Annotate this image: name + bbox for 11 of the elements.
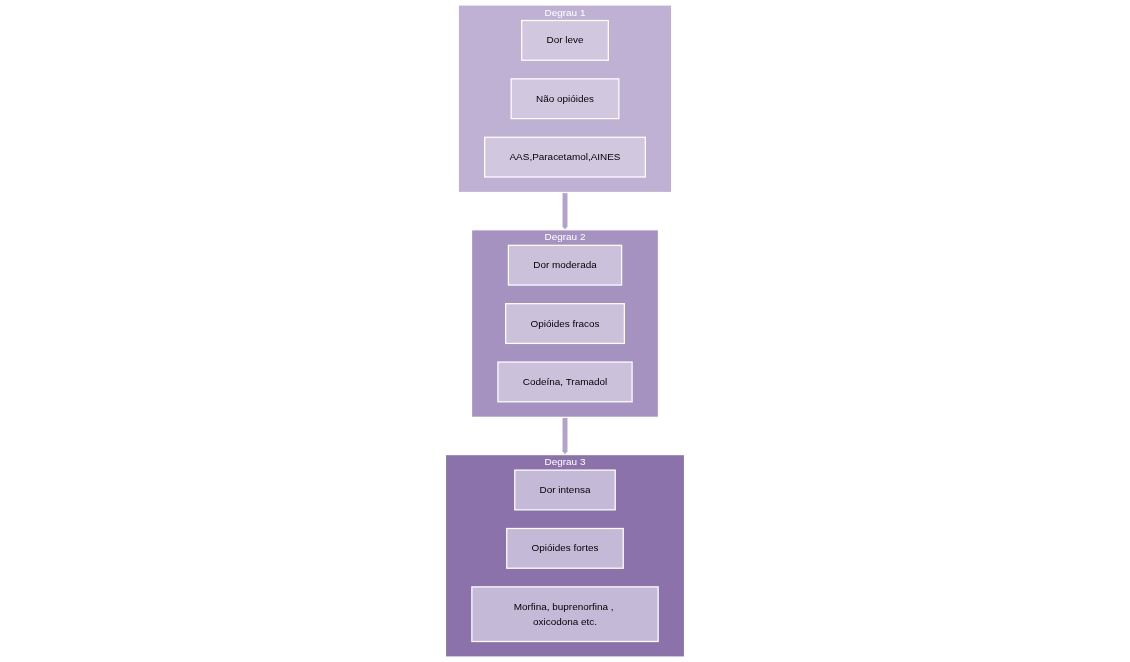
node-box: Não opióides: [510, 78, 620, 120]
node-box: AAS,Paracetamol,AINES: [484, 136, 646, 178]
arrow: [562, 192, 568, 230]
node-box: Dor moderada: [507, 244, 623, 286]
node-box: Dor intensa: [514, 469, 616, 511]
node-box: Dor leve: [521, 19, 609, 61]
node-box: Opióides fracos: [505, 303, 625, 345]
node-box: Codeína, Tramadol: [497, 361, 633, 403]
arrow: [562, 417, 568, 455]
node-box: Opióides fortes: [506, 527, 624, 569]
node-box: Morfina, buprenorfina , oxicodona etc.: [471, 586, 659, 643]
